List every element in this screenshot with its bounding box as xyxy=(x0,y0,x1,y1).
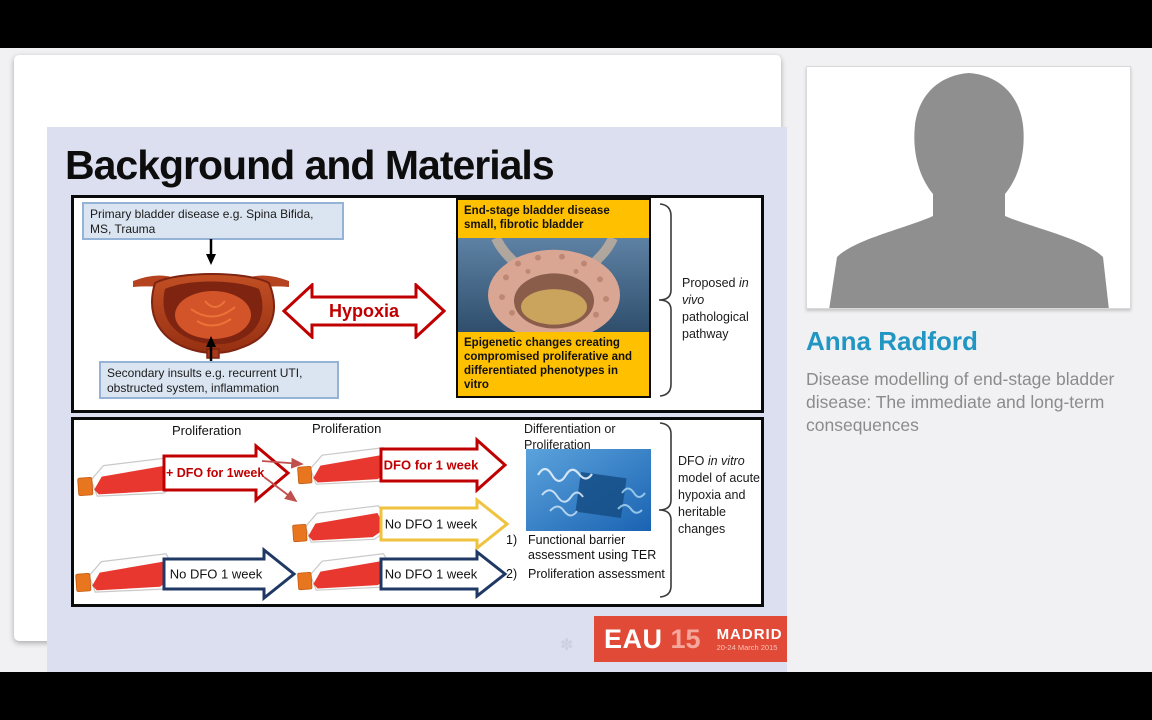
dfo-model-label-italic: in vitro xyxy=(707,454,745,468)
culture-flask-image xyxy=(77,457,176,497)
no-dfo-left-arrow: No DFO 1 week xyxy=(162,546,297,602)
bottom-letterbox-bar xyxy=(0,672,1152,720)
culture-flask-image xyxy=(75,553,174,593)
culture-flask-image xyxy=(297,447,391,485)
logo-org: EAU xyxy=(604,623,663,654)
pathway-label: Proposed in vivo pathological pathway xyxy=(682,275,764,343)
pathway-label-italic: in vivo xyxy=(682,276,749,307)
list-item: 1) Functional barrier assessment using T… xyxy=(506,533,691,563)
talk-title: Disease modelling of end-stage bladder d… xyxy=(806,369,1115,435)
end-stage-box: End-stage bladder disease small, fibroti… xyxy=(458,200,649,238)
pathway-label-pre: Proposed xyxy=(682,276,739,290)
proliferation-label-1: Proliferation xyxy=(172,423,242,438)
logo-city: MADRID xyxy=(716,625,783,643)
assessment-list: 1) Functional barrier assessment using T… xyxy=(506,533,691,586)
dfo-model-label: DFO in vitro model of acute hypoxia and … xyxy=(678,453,770,538)
dfo-week-arrow-label: DFO for 1 week xyxy=(383,457,479,473)
cell-culture-image xyxy=(526,449,651,531)
hypoxia-label: Hypoxia xyxy=(328,300,400,321)
logo-year: 15 xyxy=(670,623,701,654)
plus-dfo-arrow-label: + DFO for 1week xyxy=(166,466,265,480)
speaker-avatar-card xyxy=(806,66,1131,309)
slide-card: Background and Materials Primary bladder… xyxy=(14,55,787,680)
proliferation-label-2: Proliferation xyxy=(312,421,382,436)
dfo-bracket xyxy=(658,422,672,598)
bladder-illustration xyxy=(133,273,289,359)
primary-disease-box: Primary bladder disease e.g. Spina Bifid… xyxy=(82,202,344,240)
no-dfo-right-arrow-label: No DFO 1 week xyxy=(384,566,478,582)
end-stage-panel: End-stage bladder disease small, fibroti… xyxy=(456,198,651,398)
avatar-silhouette xyxy=(807,67,1130,308)
no-dfo-left-arrow-label: No DFO 1 week xyxy=(169,566,263,582)
fibrotic-bladder-photo xyxy=(458,237,649,332)
logo-dates: 20-24 March 2015 xyxy=(716,642,778,652)
no-dfo-right-arrow: No DFO 1 week xyxy=(379,548,508,600)
dfo-model-label-pre: DFO xyxy=(678,454,708,468)
arrow-down-icon xyxy=(206,239,216,265)
top-letterbox-bar xyxy=(0,0,1152,48)
list-item-number: 2) xyxy=(506,567,518,581)
flower-watermark-icon: ✽ xyxy=(560,637,574,654)
branch-arrows-icon xyxy=(261,457,304,503)
list-item-text: Functional barrier assessment using TER xyxy=(528,533,657,562)
dfo-model-label-post: model of acute hypoxia and heritable cha… xyxy=(678,471,760,536)
in-vivo-pathway-diagram: Primary bladder disease e.g. Spina Bifid… xyxy=(71,195,764,413)
secondary-insults-box: Secondary insults e.g. recurrent UTI, ob… xyxy=(99,361,339,399)
list-item: 2) Proliferation assessment xyxy=(506,567,691,582)
epigenetic-box: Epigenetic changes creating compromised … xyxy=(458,332,649,396)
no-dfo-mid-arrow: No DFO 1 week xyxy=(379,496,510,552)
dfo-week-arrow: DFO for 1 week xyxy=(379,436,508,494)
speaker-name: Anna Radford xyxy=(806,326,978,356)
no-dfo-mid-arrow-label: No DFO 1 week xyxy=(384,516,478,532)
culture-flask-image xyxy=(292,505,386,543)
culture-flask-image xyxy=(297,553,391,591)
differentiation-label: Differentiation or Proliferation xyxy=(524,422,616,452)
arrow-up-icon xyxy=(206,336,216,362)
slide: Background and Materials Primary bladder… xyxy=(47,127,787,680)
plus-dfo-arrow: + DFO for 1week xyxy=(162,442,291,504)
slide-title: Background and Materials xyxy=(65,142,555,188)
pathway-label-post: pathological pathway xyxy=(682,310,749,341)
list-item-number: 1) xyxy=(506,533,518,547)
pathway-bracket xyxy=(658,203,672,397)
in-vitro-model-diagram: Proliferation Proliferation Differentiat… xyxy=(71,417,764,607)
list-item-text: Proliferation assessment xyxy=(528,567,665,581)
hypoxia-arrow: Hypoxia xyxy=(281,281,447,341)
